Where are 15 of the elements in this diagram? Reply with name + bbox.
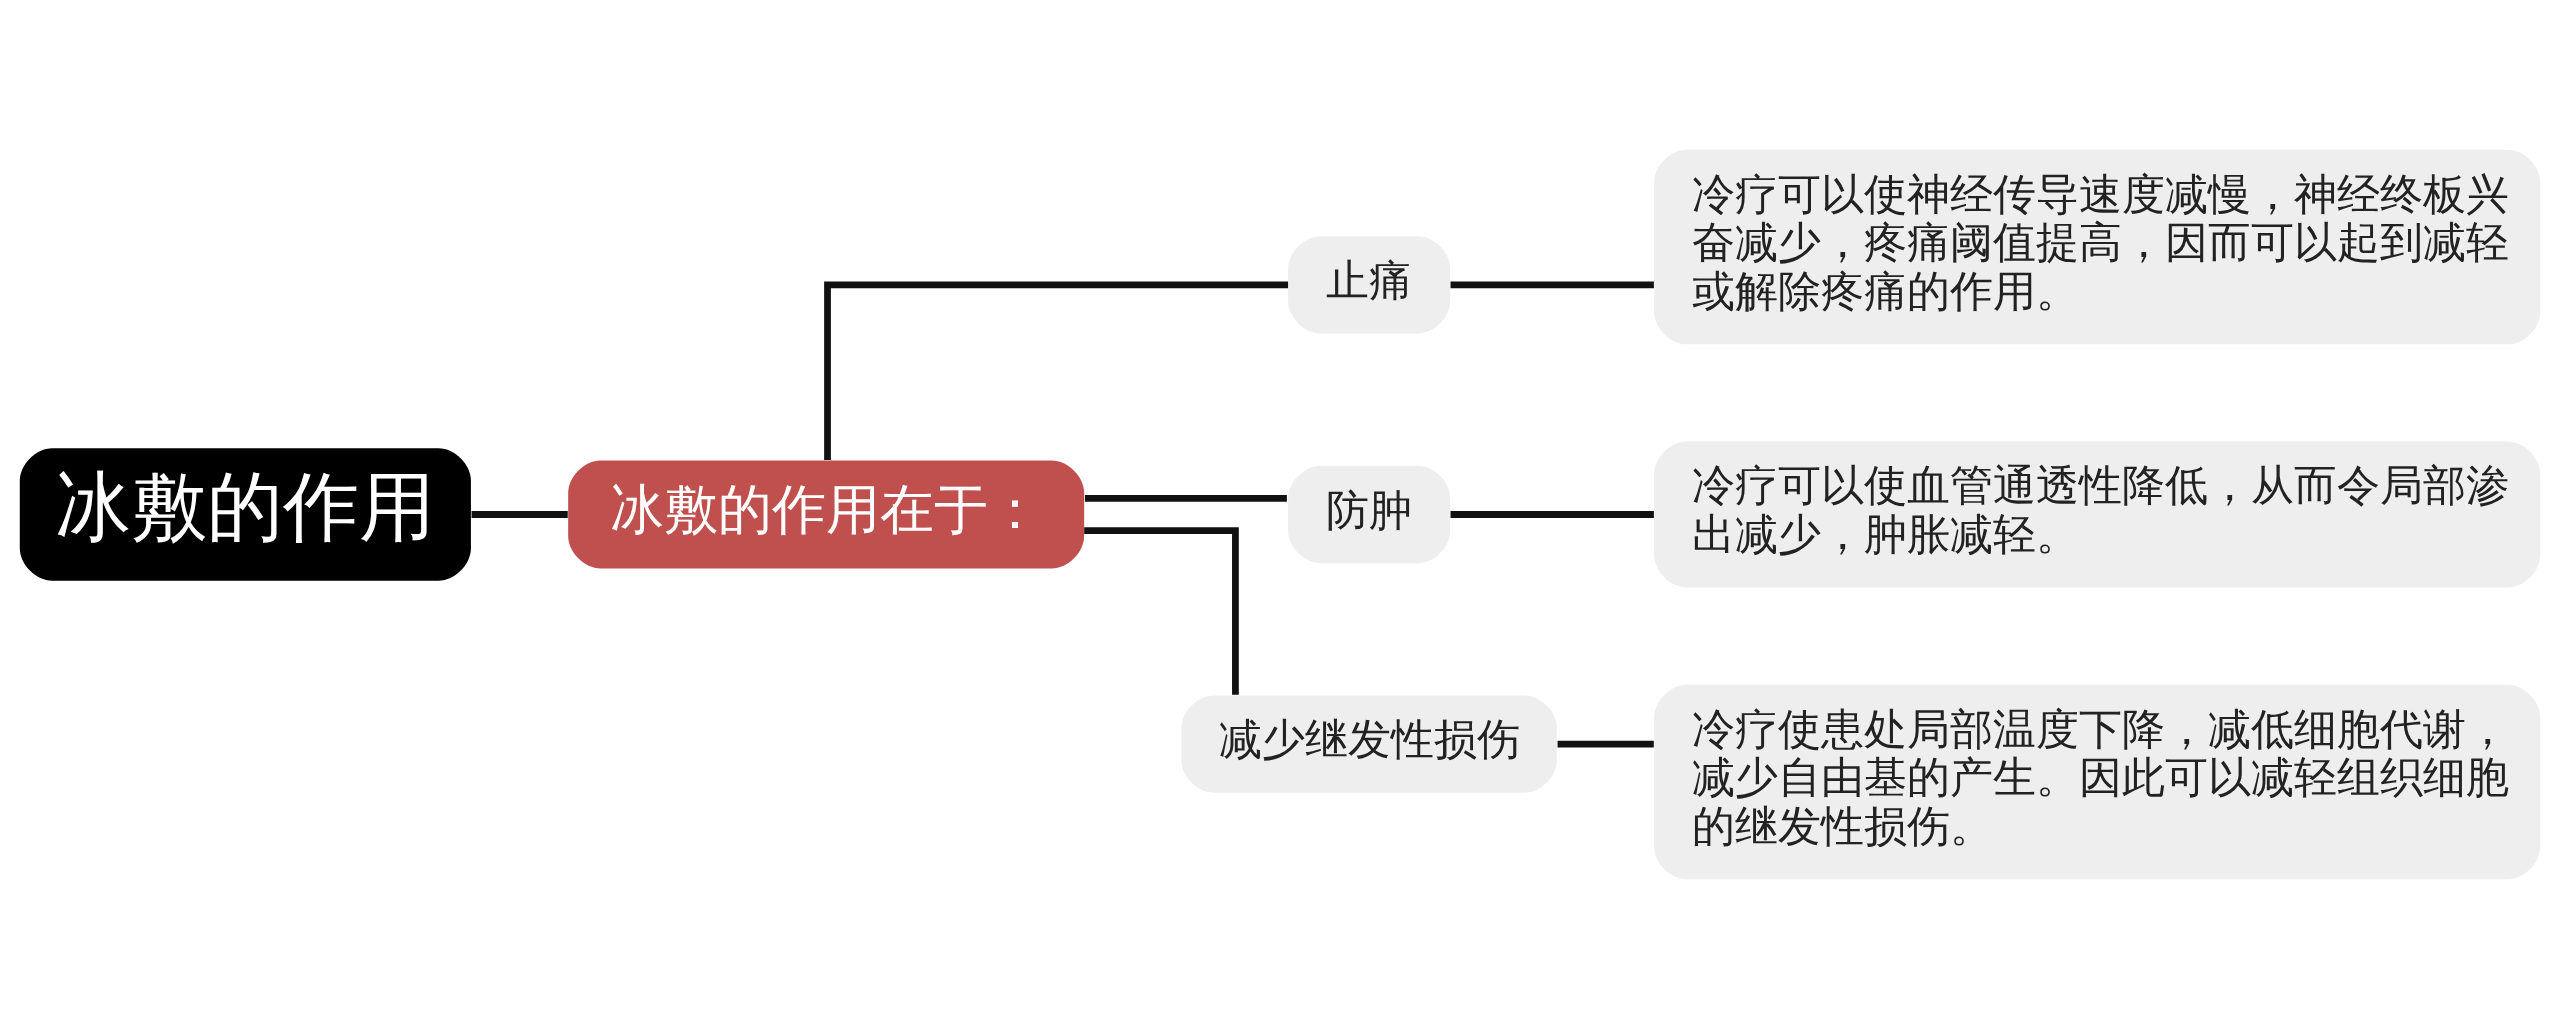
connector <box>1557 740 1654 748</box>
node-box: 冷疗可以使血管通透性降低，从而令局部渗出减少，肿胀减轻。 <box>1654 441 2541 588</box>
node-box: 冰敷的作用在于： <box>568 460 1085 569</box>
node-box: 冷疗可以使神经传导速度减慢，神经终板兴奋减少，疼痛阈值提高，因而可以起到减轻或解除疼痛的作用。 <box>1654 149 2541 345</box>
connector <box>1450 281 1654 289</box>
connector <box>824 281 1289 461</box>
node-box: 减少继发性损伤 <box>1181 695 1557 793</box>
node-box: 防肿 <box>1288 465 1451 564</box>
connector <box>1450 511 1654 518</box>
node-box: 止痛 <box>1288 236 1451 334</box>
connector <box>471 511 568 518</box>
node-box: 冷疗使患处局部温度下降，减低细胞代谢，减少自由基的产生。因此可以减轻组织细胞的继发性损伤。 <box>1654 684 2541 880</box>
connector <box>1084 527 1239 695</box>
node-box: 冰敷的作用 <box>19 448 471 581</box>
connector <box>1084 494 1287 502</box>
